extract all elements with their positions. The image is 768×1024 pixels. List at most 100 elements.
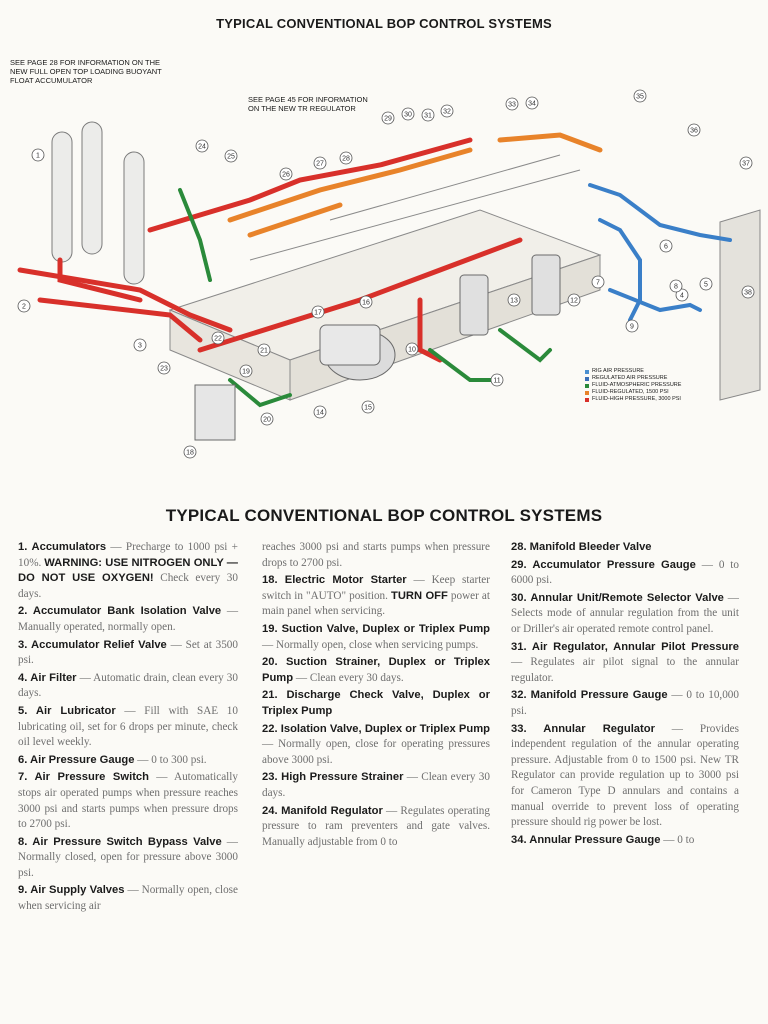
- triplex-pump: [319, 324, 396, 381]
- svg-text:31: 31: [424, 113, 432, 120]
- svg-text:28: 28: [342, 156, 350, 163]
- component-item: 19. Suction Valve, Duplex or Triplex Pum…: [262, 622, 490, 653]
- callout-24: 24: [195, 139, 209, 153]
- component-item: 7. Air Pressure Switch — Automatically s…: [18, 770, 238, 832]
- callout-21: 21: [257, 343, 271, 357]
- svg-text:16: 16: [362, 300, 370, 307]
- callout-35: 35: [633, 89, 647, 103]
- callout-34: 34: [525, 96, 539, 110]
- component-desc: — Manually operated, normally open.: [18, 605, 239, 633]
- component-head: 29. Accumulator Pressure Gauge: [511, 558, 696, 571]
- svg-text:30: 30: [404, 112, 412, 119]
- svg-text:7: 7: [596, 280, 600, 287]
- callout-23: 23: [157, 361, 171, 375]
- legend-label: FLUID-ATMOSPHERIC PRESSURE: [592, 382, 682, 388]
- component-item: 32. Manifold Pressure Gauge — 0 to 10,00…: [511, 688, 739, 719]
- component-desc: — Clean every 30 days.: [262, 771, 490, 799]
- legend-entry: FLUID-REGULATED, 1500 psi: [585, 389, 681, 396]
- legend-label: RIG AIR PRESSURE: [592, 368, 644, 374]
- legend-entry: FLUID-ATMOSPHERIC PRESSURE: [585, 382, 681, 389]
- component-warn: TURN OFF: [391, 589, 448, 602]
- component-item: 5. Air Lubricator — Fill with SAE 10 lub…: [18, 704, 238, 751]
- component-desc: — Keep starter switch in "AUTO" position…: [262, 574, 491, 602]
- svg-text:14: 14: [316, 410, 324, 417]
- component-desc: — 0 to 10,000 psi.: [511, 689, 739, 717]
- component-desc: — Provides independent regulation of the…: [511, 722, 739, 829]
- component-desc: — Fill with SAE 10 lubricating oil, set …: [18, 704, 238, 749]
- electric-motor-starter-box: [194, 384, 236, 441]
- wall-panel: [719, 209, 761, 401]
- component-item: 18. Electric Motor Starter — Keep starte…: [262, 573, 490, 620]
- svg-text:1: 1: [36, 153, 40, 160]
- callout-7: 7: [591, 275, 605, 289]
- callout-8: 8: [669, 279, 683, 293]
- component-desc2: Check every 30 days.: [18, 572, 238, 600]
- component-head: 33. Annular Regulator: [511, 722, 655, 735]
- svg-text:29: 29: [384, 116, 392, 123]
- callout-27: 27: [313, 156, 327, 170]
- legend-label: REGULATED AIR PRESSURE: [592, 375, 668, 381]
- component-head: 9. Air Supply Valves: [18, 884, 125, 897]
- component-item: 4. Air Filter — Automatic drain, clean e…: [18, 671, 238, 702]
- callout-11: 11: [490, 373, 504, 387]
- component-item: 21. Discharge Check Valve, Duplex or Tri…: [262, 688, 490, 719]
- callout-6: 6: [659, 239, 673, 253]
- component-head: 4. Air Filter: [18, 671, 77, 684]
- svg-text:9: 9: [630, 324, 634, 331]
- component-head: 1. Accumulators: [18, 541, 107, 553]
- component-item: 2. Accumulator Bank Isolation Valve — Ma…: [18, 604, 238, 635]
- callout-37: 37: [739, 156, 753, 170]
- callout-22: 22: [211, 331, 225, 345]
- callout-9: 9: [625, 319, 639, 333]
- svg-text:32: 32: [443, 109, 451, 116]
- component-head: 18. Electric Motor Starter: [262, 574, 407, 587]
- air-piping: [588, 183, 732, 322]
- legend-entry: RIG AIR PRESSURE: [585, 368, 681, 375]
- component-head: 31. Air Regulator, Annular Pilot Pressur…: [511, 640, 739, 653]
- callout-1: 1: [31, 148, 45, 162]
- component-head: 28. Manifold Bleeder Valve: [511, 541, 652, 553]
- svg-text:8: 8: [674, 284, 678, 291]
- callout-10: 10: [405, 342, 419, 356]
- callout-28: 28: [339, 151, 353, 165]
- component-desc: — 0 to 6000 psi.: [511, 558, 739, 587]
- air-pumps: [459, 254, 561, 336]
- component-head: 20. Suction Strainer, Duplex or Triplex …: [262, 656, 490, 684]
- component-item: 1. Accumulators — Precharge to 1000 psi …: [18, 540, 238, 602]
- legend-swatch: [585, 397, 589, 402]
- callout-group: 1234567891011121314151617181920212223242…: [17, 89, 755, 459]
- component-item: reaches 3000 psi and starts pumps when p…: [262, 540, 490, 571]
- callout-17: 17: [311, 305, 325, 319]
- component-item: 23. High Pressure Strainer — Clean every…: [262, 770, 490, 801]
- component-list-column-1: 1. Accumulators — Precharge to 1000 psi …: [18, 540, 238, 917]
- component-head: 8. Air Pressure Switch Bypass Valve: [18, 835, 222, 848]
- component-head: 7. Air Pressure Switch: [18, 771, 149, 784]
- legend-swatch: [585, 390, 589, 395]
- svg-text:19: 19: [242, 369, 250, 376]
- svg-text:11: 11: [493, 378, 500, 385]
- regulated-fluid-piping: [227, 132, 603, 238]
- svg-text:2: 2: [22, 304, 26, 311]
- callout-4: 4: [675, 288, 689, 302]
- component-head: 2. Accumulator Bank Isolation Valve: [18, 605, 222, 618]
- component-head: 23. High Pressure Strainer: [262, 771, 404, 784]
- svg-text:3: 3: [138, 343, 142, 350]
- svg-text:25: 25: [227, 154, 235, 161]
- component-desc2: power at main panel when servicing.: [262, 589, 490, 618]
- legend-label: FLUID-HIGH PRESSURE, 3000 psi: [592, 396, 681, 402]
- svg-text:18: 18: [186, 450, 194, 457]
- component-desc: — Normally open, close when servicing ai…: [18, 884, 238, 913]
- component-item: 8. Air Pressure Switch Bypass Valve — No…: [18, 835, 238, 882]
- component-item: 22. Isolation Valve, Duplex or Triplex P…: [262, 722, 490, 769]
- svg-text:10: 10: [408, 347, 416, 354]
- component-desc: — Regulates operating pressure to ram pr…: [262, 804, 490, 848]
- legend-entry: FLUID-HIGH PRESSURE, 3000 psi: [585, 396, 681, 403]
- svg-text:35: 35: [636, 94, 644, 101]
- svg-text:38: 38: [744, 290, 752, 297]
- svg-text:5: 5: [704, 282, 708, 289]
- svg-text:24: 24: [198, 144, 206, 151]
- component-desc: — Selects mode of annular regulation fro…: [511, 591, 739, 635]
- section-title: TYPICAL CONVENTIONAL BOP CONTROL SYSTEMS: [165, 506, 603, 525]
- component-desc: — Precharge to 1000 psi + 10%.: [18, 541, 238, 569]
- svg-text:27: 27: [316, 161, 324, 168]
